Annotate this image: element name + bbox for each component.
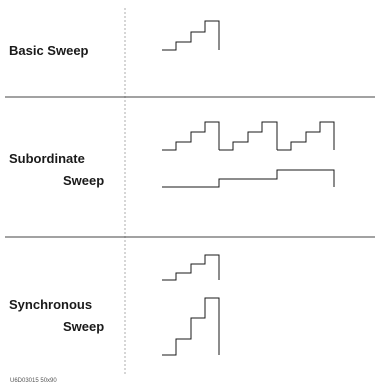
subordinate-staircase-2 [219, 121, 278, 151]
subordinate-staircase-3 [277, 121, 335, 151]
synchronous-staircase-small [162, 254, 220, 281]
synchronous-label-line1: Synchronous [9, 297, 93, 312]
subordinate-label-line1: Subordinate [9, 151, 85, 166]
basic-sweep-label: Basic Sweep [9, 43, 89, 58]
figure-id-footnote: U6D03015 50x90 [10, 378, 57, 384]
synchronous-staircase-large [162, 297, 220, 356]
subordinate-main-staircase [162, 169, 335, 188]
synchronous-label-line2: Sweep [63, 319, 105, 334]
basic-sweep-staircase [162, 20, 220, 51]
subordinate-staircase-1 [162, 121, 220, 151]
subordinate-label-line2: Sweep [63, 173, 105, 188]
